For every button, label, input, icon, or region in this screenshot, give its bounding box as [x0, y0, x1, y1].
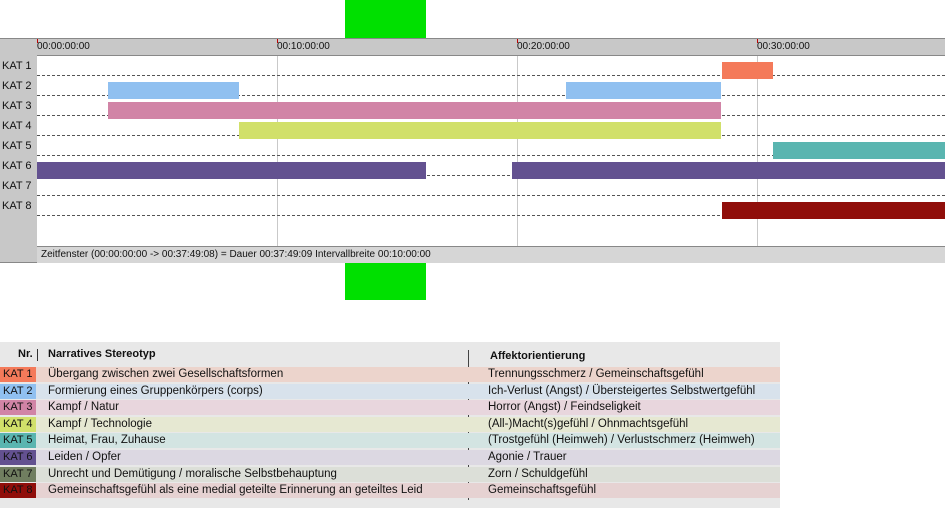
legend-affekt-text: Trennungsschmerz / Gemeinschaftsgefühl: [488, 368, 704, 380]
status-bar: Zeitfenster (00:00:00:00 -> 00:37:49:08)…: [37, 246, 945, 263]
legend-stereotyp-text: Übergang zwischen zwei Gesellschaftsform…: [48, 368, 284, 380]
legend-stereotyp-text: Kampf / Natur: [48, 401, 119, 414]
legend-row: KAT 4 Kampf / Technologie (All-)Macht(s)ge…: [0, 416, 780, 432]
segment-bar[interactable]: [37, 162, 426, 179]
segment-bar[interactable]: [722, 202, 945, 219]
ruler-tick-mark: [757, 39, 758, 43]
category-row-label: KAT 4: [2, 120, 32, 132]
category-legend-table: Nr. Narratives Stereotyp Affektorientier…: [0, 342, 780, 508]
segment-bar[interactable]: [238, 122, 721, 139]
green-marker-bottom: [345, 263, 426, 300]
legend-header-affekt: Affektorientierung: [490, 350, 586, 362]
green-marker-top: [345, 0, 426, 38]
ruler-tick-mark: [277, 39, 278, 43]
category-row-label: KAT 1: [2, 60, 32, 72]
legend-stereotyp-text: Leiden / Opfer: [48, 451, 121, 463]
legend-stereotyp-text: Heimat, Frau, Zuhause: [48, 434, 166, 447]
legend-stereotyp-text: Formierung eines Gruppenkörpers (corps): [48, 384, 263, 397]
row-separator: [37, 215, 945, 216]
ruler-tick-mark: [517, 39, 518, 43]
category-row-label: KAT 2: [2, 80, 32, 92]
legend-category-swatch: KAT 1: [0, 367, 36, 382]
legend-stereotyp-text: Unrecht und Demütigung / moralische Selb…: [48, 467, 337, 480]
legend-affekt-text: Ich-Verlust (Angst) / Übersteigertes Sel…: [488, 384, 756, 397]
legend-header-nr: Nr.: [18, 348, 33, 360]
grid-line-vertical: [757, 56, 758, 246]
ruler-tick-mark: [37, 39, 38, 43]
category-row-label: KAT 7: [2, 180, 32, 192]
legend-category-swatch: KAT 2: [0, 383, 36, 399]
time-ruler[interactable]: 00:00:00:00 00:10:00:00 00:20:00:00 00:30:0…: [37, 39, 945, 56]
ruler-tick-label: 00:00:00:00: [37, 41, 90, 52]
legend-affekt-text: Agonie / Trauer: [488, 451, 567, 463]
timeline-plot[interactable]: [37, 56, 945, 246]
legend-header-separator: [37, 349, 38, 361]
legend-category-swatch: KAT 3: [0, 400, 36, 416]
category-row-label: KAT 8: [2, 200, 32, 212]
row-separator: [37, 75, 945, 76]
row-separator: [37, 95, 945, 96]
legend-category-swatch: KAT 6: [0, 450, 36, 465]
legend-affekt-text: Zorn / Schuldgefühl: [488, 467, 588, 480]
segment-bar[interactable]: [722, 62, 773, 79]
category-row-label: KAT 6: [2, 160, 32, 172]
timeline-panel: 00:00:00:00 00:10:00:00 00:20:00:00 00:30:0…: [0, 38, 945, 263]
legend-row: KAT 1 Übergang zwischen zwei Gesellschaft…: [0, 367, 780, 382]
category-row-label: KAT 5: [2, 140, 32, 152]
category-row-label: KAT 3: [2, 100, 32, 112]
segment-bar[interactable]: [107, 82, 239, 99]
segment-bar[interactable]: [512, 162, 945, 179]
legend-affekt-text: (Trostgefühl (Heimweh) / Verlustschmerz …: [488, 434, 755, 447]
legend-category-swatch: KAT 7: [0, 466, 36, 482]
grid-line-vertical: [277, 56, 278, 246]
legend-affekt-text: Horror (Angst) / Feindseligkeit: [488, 401, 641, 414]
legend-stereotyp-text: Gemeinschaftsgefühl als eine medial gete…: [48, 484, 423, 497]
segment-bar[interactable]: [772, 142, 945, 159]
ruler-tick-label: 00:10:00:00: [277, 41, 330, 52]
legend-category-swatch: KAT 8: [0, 483, 36, 499]
legend-stereotyp-text: Kampf / Technologie: [48, 417, 152, 430]
segment-bar[interactable]: [107, 102, 721, 119]
ruler-tick-label: 00:20:00:00: [517, 41, 570, 52]
legend-affekt-text: Gemeinschaftsgefühl: [488, 484, 597, 497]
legend-row: KAT 6 Leiden / Opfer Agonie / Trauer: [0, 450, 780, 465]
legend-category-swatch: KAT 4: [0, 416, 36, 432]
legend-header-stereotyp: Narratives Stereotyp: [48, 348, 156, 360]
ruler-tick-label: 00:30:00:00: [757, 41, 810, 52]
row-separator: [37, 195, 945, 196]
legend-row: KAT 7 Unrecht und Demütigung / moralische…: [0, 466, 780, 482]
legend-category-swatch: KAT 5: [0, 433, 36, 449]
grid-line-vertical: [517, 56, 518, 246]
legend-row: KAT 2 Formierung eines Gruppenkörpers (co…: [0, 383, 780, 399]
legend-row: KAT 3 Kampf / Natur Horror (Angst) / Feind…: [0, 400, 780, 416]
row-separator: [37, 155, 945, 156]
legend-affekt-text: (All-)Macht(s)gefühl / Ohnmachtsgefühl: [488, 417, 689, 430]
legend-row: KAT 5 Heimat, Frau, Zuhause (Trostgefühl (…: [0, 433, 780, 449]
segment-bar[interactable]: [566, 82, 721, 99]
row-separator: [37, 175, 945, 176]
legend-row: KAT 8 Gemeinschaftsgefühl als eine medial…: [0, 483, 780, 499]
